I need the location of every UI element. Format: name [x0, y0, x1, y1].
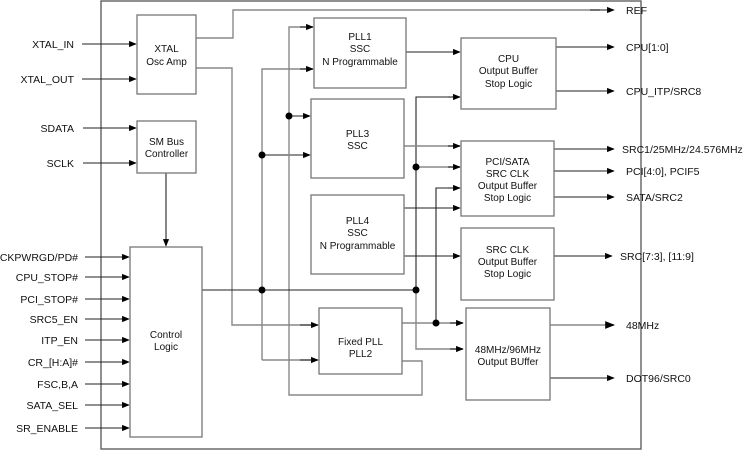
- output-48mhz: 48MHz: [626, 320, 659, 332]
- svg-text:Osc Amp: Osc Amp: [146, 57, 187, 68]
- block-control-logic: Control Logic: [129, 246, 203, 438]
- svg-text:Output BUffer: Output BUffer: [478, 357, 540, 368]
- block-xtal-osc-amp: XTAL Osc Amp: [136, 14, 197, 95]
- output-sata-src2: SATA/SRC2: [626, 192, 683, 204]
- input-sr-enable: SR_ENABLE: [16, 423, 78, 435]
- svg-text:Controller: Controller: [145, 149, 189, 160]
- block-cpu-output-buffer: CPU Output Buffer Stop Logic: [460, 37, 557, 110]
- svg-text:PLL3: PLL3: [346, 129, 370, 140]
- input-cpu-stop: CPU_STOP#: [16, 272, 78, 284]
- input-cr: CR_[H:A]#: [28, 357, 78, 369]
- output-ref: REF: [626, 5, 647, 17]
- block-smbus-controller: SM Bus Controller: [136, 120, 197, 174]
- svg-text:PLL1: PLL1: [348, 32, 372, 43]
- svg-text:N Programmable: N Programmable: [322, 57, 398, 68]
- svg-text:PCI/SATA: PCI/SATA: [485, 157, 529, 168]
- svg-text:SM Bus: SM Bus: [149, 137, 184, 148]
- svg-text:Logic: Logic: [154, 342, 178, 353]
- block-pll4: PLL4 SSC N Programmable: [310, 194, 405, 275]
- block-fixed-pll2: Fixed PLL PLL2: [318, 307, 403, 375]
- svg-text:XTAL: XTAL: [154, 44, 179, 55]
- svg-text:SSC: SSC: [347, 141, 368, 152]
- input-xtal-out: XTAL_OUT: [21, 74, 75, 86]
- svg-text:Stop Logic: Stop Logic: [485, 79, 532, 90]
- output-wires: [550, 43, 615, 382]
- block-src-clk-output-buffer: SRC CLK Output Buffer Stop Logic: [460, 227, 555, 301]
- output-dot96: DOT96/SRC0: [626, 373, 691, 385]
- input-fsc: FSC,B,A: [37, 379, 78, 391]
- output-src1: SRC1/25MHz/24.576MHz: [622, 144, 743, 156]
- output-labels: REF CPU[1:0] CPU_ITP/SRC8 SRC1/25MHz/24.…: [620, 5, 743, 385]
- output-cpu: CPU[1:0]: [626, 42, 669, 54]
- input-sdata: SDATA: [41, 123, 74, 135]
- block-pll3: PLL3 SSC: [310, 98, 405, 179]
- svg-text:SRC CLK: SRC CLK: [486, 245, 530, 256]
- svg-text:Output Buffer: Output Buffer: [478, 257, 538, 268]
- svg-text:PLL2: PLL2: [349, 349, 373, 360]
- svg-text:PLL4: PLL4: [346, 216, 370, 227]
- svg-text:Stop Logic: Stop Logic: [484, 193, 531, 204]
- block-pci-sata-output-buffer: PCI/SATA SRC CLK Output Buffer Stop Logi…: [460, 140, 555, 217]
- svg-text:Output Buffer: Output Buffer: [478, 181, 538, 192]
- svg-text:SSC: SSC: [347, 228, 368, 239]
- block-48-96mhz-output-buffer: 48MHz/96MHz Output BUffer: [465, 307, 551, 401]
- output-cpu-itp: CPU_ITP/SRC8: [626, 86, 701, 98]
- input-pci-stop: PCI_STOP#: [20, 294, 78, 306]
- svg-text:Fixed PLL: Fixed PLL: [338, 337, 383, 348]
- svg-text:Output Buffer: Output Buffer: [479, 66, 539, 77]
- svg-text:N Programmable: N Programmable: [320, 241, 396, 252]
- svg-text:48MHz/96MHz: 48MHz/96MHz: [475, 345, 541, 356]
- svg-text:SSC: SSC: [350, 44, 371, 55]
- output-src: SRC[7:3], [11:9]: [620, 251, 694, 263]
- svg-text:Control: Control: [150, 330, 182, 341]
- block-pll1: PLL1 SSC N Programmable: [313, 17, 407, 89]
- output-pci: PCI[4:0], PCIF5: [626, 166, 700, 178]
- junction-dots: [258, 112, 440, 327]
- input-labels: XTAL_IN XTAL_OUT SDATA SCLK CKPWRGD/PD# …: [0, 39, 78, 435]
- svg-text:SRC CLK: SRC CLK: [486, 169, 530, 180]
- input-xtal-in: XTAL_IN: [32, 39, 74, 51]
- input-wires: [82, 40, 137, 432]
- input-sata-sel: SATA_SEL: [26, 400, 78, 412]
- chip-boundary: [100, 0, 642, 450]
- svg-text:Stop Logic: Stop Logic: [484, 269, 531, 280]
- input-itp-en: ITP_EN: [41, 335, 78, 347]
- svg-text:CPU: CPU: [498, 54, 519, 65]
- internal-wires: [162, 6, 615, 396]
- input-ckpwrgd: CKPWRGD/PD#: [0, 252, 78, 264]
- input-src5-en: SRC5_EN: [30, 314, 78, 326]
- input-sclk: SCLK: [47, 158, 74, 170]
